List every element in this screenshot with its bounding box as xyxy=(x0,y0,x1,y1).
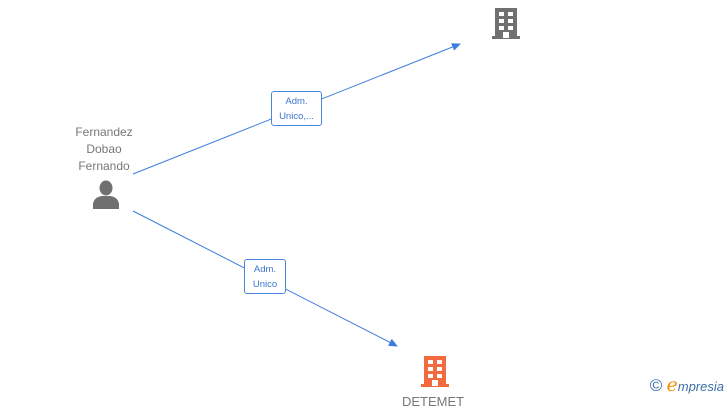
person-name-line: Fernandez xyxy=(75,125,133,139)
copyright-icon: © xyxy=(649,376,663,395)
person-name-line: Fernando xyxy=(78,159,130,173)
person-name-line: Dobao xyxy=(86,142,122,156)
edge-label-line: Adm. xyxy=(253,264,277,275)
edge-label-bottom[interactable]: Adm. Unico xyxy=(244,259,286,294)
company-name[interactable]: DETEMET xyxy=(401,394,465,409)
person-name[interactable]: Fernandez Dobao Fernando xyxy=(64,124,144,175)
person-icon[interactable] xyxy=(91,179,121,209)
empresia-watermark: © empresia xyxy=(650,374,724,396)
edge-label-top[interactable]: Adm. Unico,... xyxy=(271,91,322,126)
edge-label-line: Unico xyxy=(252,279,278,290)
edge-label-line: Unico,... xyxy=(279,111,314,122)
building-icon[interactable] xyxy=(490,6,522,40)
building-icon[interactable] xyxy=(419,354,451,388)
brand-initial: e xyxy=(666,374,678,396)
brand-name: mpresia xyxy=(677,379,724,394)
edge-label-line: Adm. xyxy=(285,96,308,107)
